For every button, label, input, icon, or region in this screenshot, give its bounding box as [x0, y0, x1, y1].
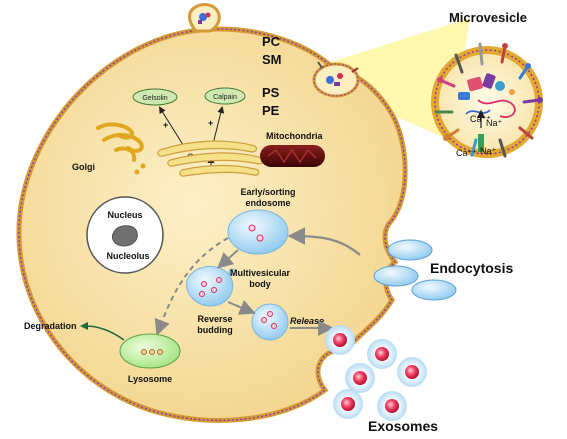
nucleolus-label: Nucleolus: [106, 251, 149, 261]
microvesicle-label: Microvesicle: [449, 10, 527, 25]
multivesicular-body: [186, 266, 236, 307]
endosome-label-line2: endosome: [245, 198, 290, 208]
mitochondria: [260, 145, 325, 167]
reverse-budding-line2: budding: [197, 325, 233, 335]
arrow-endocytosis-in: [287, 227, 361, 256]
exosome: [405, 365, 419, 379]
mv-na-inside: Na⁺: [486, 118, 503, 128]
arrow-to-degradation: [85, 325, 125, 341]
endoplasmic-reticulum: [157, 140, 265, 177]
exosome: [353, 371, 367, 385]
endocytosis-vesicles: [373, 239, 457, 301]
budding-vesicle-top: [188, 3, 221, 33]
exosomes: [325, 325, 427, 421]
arrow-mvb-to-release: [227, 300, 256, 315]
reverse-budding-line1: Reverse: [197, 314, 232, 324]
mvb-label-line2: body: [249, 279, 271, 289]
plus-gelsolin: +: [163, 120, 168, 130]
releasing-mvb: [251, 303, 289, 341]
exosome: [333, 333, 347, 347]
mitochondria-label: Mitochondria: [266, 131, 323, 141]
early-sorting-endosome: [227, 209, 289, 255]
lysosome: [119, 333, 181, 369]
gelsolin: Gelsolin: [132, 88, 178, 106]
exosome: [341, 397, 355, 411]
budding-microvesicle-right: [312, 61, 360, 98]
arrow-endosome-to-mvb: [217, 249, 239, 269]
calpain: Calpain: [204, 87, 246, 105]
lysosome-label: Lysosome: [128, 374, 172, 384]
mv-na-outside: Na⁺: [480, 146, 497, 156]
golgi-label: Golgi: [72, 162, 95, 172]
label-ps: PS: [262, 85, 280, 100]
mvb-label-line1: Multivesicular: [230, 268, 291, 278]
nucleus-label: Nucleus: [107, 210, 142, 220]
release-label: Release: [290, 316, 324, 326]
gelsolin-label: Gelsolin: [142, 95, 167, 102]
label-pc: PC: [262, 34, 281, 49]
calpain-label: Calpain: [213, 94, 237, 101]
nucleolus: [111, 225, 138, 247]
exosome: [375, 347, 389, 361]
exosomes-label: Exosomes: [368, 418, 438, 434]
plus-calpain: +: [208, 118, 213, 128]
golgi-apparatus: [96, 122, 146, 175]
label-pe: PE: [262, 103, 280, 118]
degradation-label: Degradation: [24, 321, 77, 331]
arrow-endosome-to-lysosome: [154, 237, 229, 336]
mv-ca-inside: Ca⁺⁺: [470, 114, 491, 124]
endosome-label-line1: Early/sorting: [240, 187, 295, 197]
label-sm: SM: [262, 52, 282, 67]
endocytosis-label: Endocytosis: [430, 260, 513, 276]
mv-ca-outside: Ca⁺⁺: [456, 148, 477, 158]
highlight-beam: [312, 18, 470, 140]
arrow-to-gelsolin: [158, 106, 186, 149]
nucleus: [86, 196, 164, 274]
microvesicle-zoom: [431, 42, 543, 158]
exosome: [385, 399, 399, 413]
